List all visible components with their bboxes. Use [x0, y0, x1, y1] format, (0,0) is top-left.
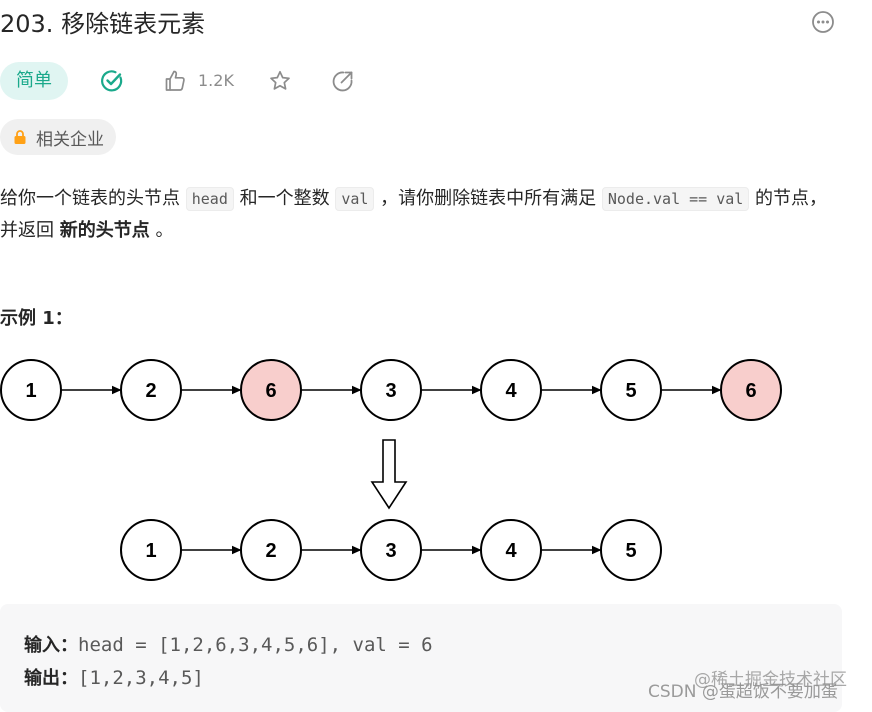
solved-status-button[interactable]: [100, 69, 124, 93]
original-list-node-value: 6: [745, 380, 756, 402]
desc-text-5: 。: [149, 220, 174, 241]
example-output: 输出：[1,2,3,4,5]: [24, 664, 204, 693]
difficulty-badge[interactable]: 简单: [0, 62, 68, 100]
watermark-juejin: @稀土掘金技术社区: [694, 670, 847, 690]
result-list-node-value: 3: [385, 540, 396, 562]
result-list-node: [120, 519, 182, 581]
desc-text-3: ，请你删除链表中所有满足: [374, 188, 602, 209]
example-input: 输入：head = [1,2,6,3,4,5,6], val = 6: [24, 631, 433, 660]
code-val: val: [335, 187, 375, 211]
check-circle-icon: [101, 70, 123, 92]
more-horizontal-icon: [812, 11, 834, 33]
thumbs-up-icon: [165, 70, 185, 91]
original-list-node-value: 3: [385, 380, 396, 402]
original-list: 1 2 6 3 4 5 6: [0, 359, 782, 421]
original-list-node-value: 6: [265, 380, 276, 402]
original-list-node: [0, 359, 62, 421]
original-list-node: [120, 359, 182, 421]
result-list-node-value: 4: [505, 540, 517, 562]
transform-arrow: [370, 439, 408, 510]
original-list-node-value: 4: [505, 380, 517, 402]
original-list-node: [360, 359, 422, 421]
lock-icon: [14, 130, 26, 144]
desc-text-2: 和一个整数: [233, 188, 336, 209]
problem-description: 给你一个链表的头节点 head 和一个整数 val ，请你删除链表中所有满足 N…: [0, 183, 830, 247]
original-list-node: [720, 359, 782, 421]
result-list-node: [360, 519, 422, 581]
star-icon: [270, 70, 290, 90]
desc-text-4: 的节点，并返回: [0, 188, 828, 241]
input-value: head = [1,2,6,3,4,5,6], val = 6: [78, 634, 433, 656]
result-list-node: [480, 519, 542, 581]
problem-toolbar: 简单 1.2K: [0, 62, 400, 100]
output-value: [1,2,3,4,5]: [78, 667, 204, 689]
code-node-val: Node.val == val: [601, 187, 750, 211]
linked-list-diagram: 1 2 6 3 4 5 6 1 2 3 4 5: [0, 359, 782, 581]
result-list-node: [240, 519, 302, 581]
result-list: 1 2 3 4 5: [120, 519, 662, 581]
result-list-node-value: 2: [265, 540, 276, 562]
result-list-node-value: 5: [625, 540, 636, 562]
original-list-node: [480, 359, 542, 421]
favorite-button[interactable]: [268, 69, 292, 93]
watermark-csdn: CSDN @蛋超饭不要加蛋: [648, 682, 838, 702]
original-list-node-value: 5: [625, 380, 636, 402]
desc-bold-new-head: 新的头节点: [59, 220, 150, 241]
desc-text-1: 给你一个链表的头节点: [0, 188, 186, 209]
code-head: head: [185, 187, 234, 211]
example-io-box: 输入：head = [1,2,6,3,4,5,6], val = 6 输出：[1…: [0, 604, 842, 712]
related-companies-label: 相关企业: [36, 129, 104, 150]
example-title: 示例 1：: [0, 308, 73, 329]
page-title: 203. 移除链表元素: [0, 10, 206, 38]
related-companies-tag[interactable]: 相关企业: [0, 119, 116, 155]
input-label: 输入：: [24, 635, 78, 656]
share-button[interactable]: [331, 69, 355, 93]
original-list-node: [240, 359, 302, 421]
original-list-node: [600, 359, 662, 421]
original-list-node-value: 2: [145, 380, 156, 402]
like-button[interactable]: [163, 69, 187, 93]
watermark: @稀土掘金技术社区 CSDN @蛋超饭不要加蛋: [648, 670, 847, 712]
output-label: 输出：: [24, 668, 78, 689]
more-options-button[interactable]: [811, 10, 835, 34]
result-list-node-value: 1: [145, 540, 156, 562]
like-count: 1.2K: [198, 71, 234, 90]
share-icon: [332, 71, 353, 92]
result-list-node: [600, 519, 662, 581]
original-list-node-value: 1: [25, 380, 36, 402]
